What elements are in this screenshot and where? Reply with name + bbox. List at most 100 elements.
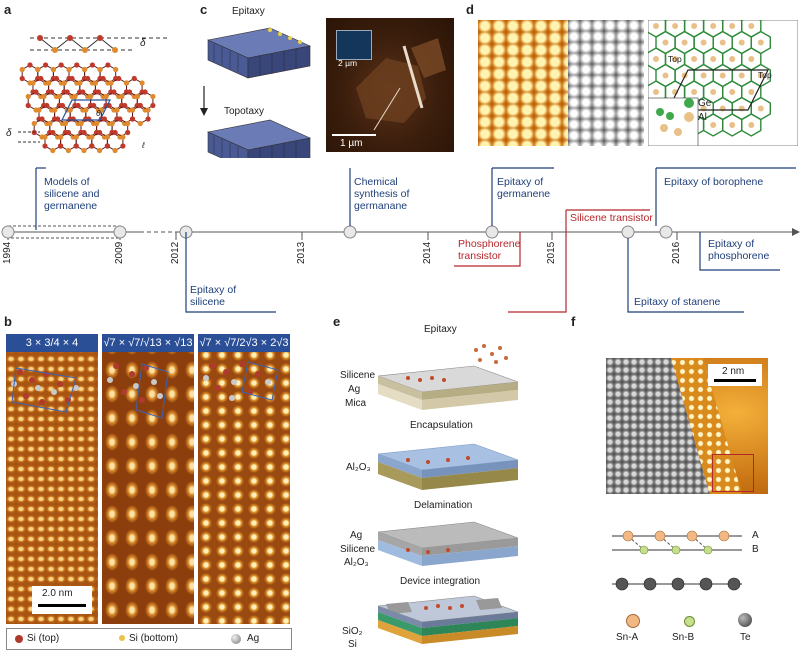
theta-label: θ — [96, 108, 101, 118]
al-atom — [739, 73, 745, 79]
atom — [143, 89, 148, 94]
atom — [119, 94, 124, 99]
layer-ag-3: Ag — [350, 530, 362, 541]
honeycomb-cell — [133, 106, 149, 124]
atom — [74, 143, 79, 148]
layer-silicene-3: Silicene — [340, 544, 375, 555]
atom — [55, 116, 60, 121]
atom — [62, 80, 67, 85]
atom — [89, 143, 94, 148]
delta-label-bottom: δ — [6, 128, 12, 139]
layer-al2o3-3: Al₂O₃ — [344, 557, 369, 568]
top-label-right: Top — [758, 70, 772, 80]
sn-b-label: Sn-B — [672, 632, 694, 643]
al-atom — [748, 56, 754, 62]
stm-image-3x3: 3 × 3/4 × 4 2.0 nm — [6, 334, 98, 624]
atom — [105, 134, 110, 139]
atom — [83, 107, 88, 112]
atom — [72, 94, 77, 99]
atom — [97, 148, 102, 153]
atom — [20, 76, 25, 81]
silicene-model-diagram — [0, 20, 190, 180]
germanene-structure-model — [648, 20, 798, 146]
atom — [66, 67, 71, 72]
atom — [140, 80, 145, 85]
atom — [125, 121, 130, 126]
atom — [113, 148, 118, 153]
al-atom — [663, 40, 669, 46]
sn-a-dot — [626, 614, 640, 628]
atom — [108, 80, 113, 85]
atom — [94, 121, 99, 126]
year-1994: 1994 — [2, 242, 13, 264]
atom — [150, 94, 155, 99]
atom — [138, 103, 143, 108]
afm-image: 2 µm 1 µm — [326, 18, 454, 152]
event-stanene: Epitaxy of stanene — [634, 296, 744, 308]
f-scale-line — [714, 379, 756, 382]
atom — [90, 62, 95, 67]
ag-dot — [231, 634, 241, 644]
honeycomb-cell — [45, 133, 61, 151]
panel-letter-a: a — [4, 2, 11, 17]
honeycomb-cell — [76, 133, 92, 151]
atom — [138, 121, 143, 126]
atom — [93, 80, 98, 85]
atom — [57, 94, 62, 99]
row-a-label: A — [752, 530, 759, 541]
atom — [26, 103, 31, 108]
ge-legend-dot — [684, 98, 694, 108]
afm-scale-bar: 1 µm — [340, 138, 362, 149]
honeycomb-cell — [92, 133, 108, 151]
layer-sio2-4: SiO₂ — [342, 626, 363, 637]
atom — [47, 121, 52, 126]
al-atom — [701, 40, 707, 46]
atom — [81, 148, 86, 153]
atom — [116, 76, 121, 81]
al-atom — [758, 40, 764, 46]
bond-length-label: ℓ — [142, 140, 145, 150]
atom — [96, 89, 101, 94]
scale-bar-text: 2.0 nm — [42, 588, 73, 599]
atom — [58, 134, 63, 139]
al-atom — [748, 89, 754, 95]
atom — [85, 76, 90, 81]
al-atom — [682, 40, 688, 46]
atom — [33, 89, 38, 94]
atom — [89, 134, 94, 139]
atom — [104, 94, 109, 99]
al-atom — [672, 23, 678, 29]
event-borophene: Epitaxy of borophene — [664, 176, 774, 188]
honeycomb-cell — [34, 119, 50, 137]
al-atom — [663, 73, 669, 79]
epitaxy-label: Epitaxy — [232, 6, 265, 17]
stm-image-sqrt7-2sqrt3: √7 × √7/2√3 × 2√3 — [198, 334, 290, 624]
te-label: Te — [740, 632, 751, 643]
atom — [101, 76, 106, 81]
al-atom — [710, 122, 716, 128]
al-atom — [653, 56, 659, 62]
atom — [41, 94, 46, 99]
scale-bar-box: 2.0 nm — [32, 586, 92, 614]
si-top-label: Si (top) — [27, 633, 59, 644]
honeycomb-cell — [61, 133, 77, 151]
atom — [66, 148, 71, 153]
ge-legend-label: Ge — [698, 98, 711, 109]
honeycomb-cell — [22, 65, 38, 83]
atom — [20, 67, 25, 72]
atom — [113, 67, 118, 72]
year-2016: 2016 — [671, 242, 682, 264]
device-fabrication-diagram — [378, 336, 528, 646]
al-atom — [729, 89, 735, 95]
al-atom — [720, 73, 726, 79]
al-legend-label: Al — [698, 112, 707, 123]
ag-label: Ag — [247, 633, 259, 644]
atom — [114, 107, 119, 112]
afm-inset — [336, 30, 372, 60]
event-germanene: Epitaxy of germanene — [497, 176, 567, 200]
atom — [38, 76, 43, 81]
atom — [127, 89, 132, 94]
atom — [44, 103, 49, 108]
layer-ag-1: Ag — [348, 384, 360, 395]
honeycomb-cell — [107, 133, 123, 151]
